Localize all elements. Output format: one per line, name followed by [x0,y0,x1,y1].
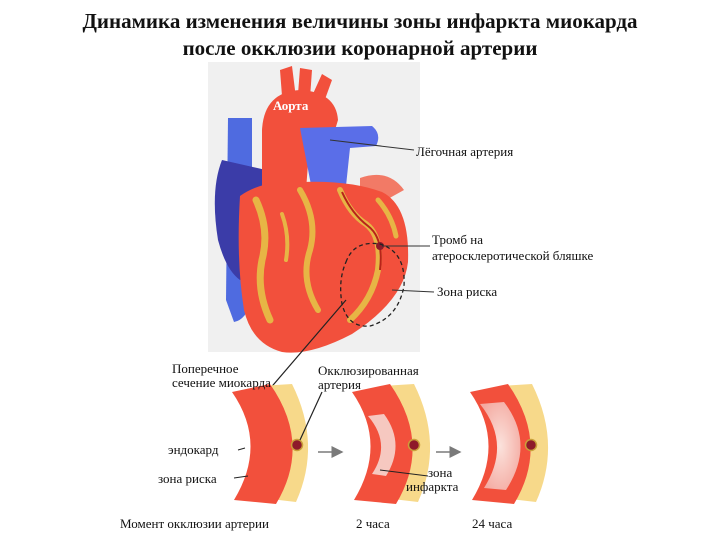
label-stage-24h: 24 часа [472,517,512,531]
leader-endocardium [238,448,245,450]
section-24-hours [470,384,548,504]
label-stage-2h: 2 часа [356,517,390,531]
artery-dot-2 [409,440,420,451]
label-occluded-line1: Окклюзированная [318,364,419,378]
label-endocardium: эндокард [168,443,218,457]
label-risk-zone-section: зона риска [158,472,217,486]
label-pulmonary-artery: Лёгочная артерия [416,145,513,159]
title-line-2: после окклюзии коронарной артерии [0,35,720,61]
label-infarct-line2: инфаркта [406,480,458,494]
artery-dot-3 [526,440,537,451]
label-aorta: Аорта [273,99,308,113]
label-cross-section-line1: Поперечное [172,362,239,376]
section-occlusion-moment [232,384,308,504]
label-thrombus-line1: Тромб на [432,233,483,247]
label-infarct-line1: зона [428,466,452,480]
title-line-1: Динамика изменения величины зоны инфаркт… [0,8,720,34]
label-thrombus-line2: атеросклеротической бляшке [432,249,593,263]
label-risk-zone-heart: Зона риска [437,285,497,299]
label-stage-occlusion: Момент окклюзии артерии [120,517,269,531]
artery-dot-1 [292,440,303,451]
label-occluded-line2: артерия [318,378,361,392]
label-cross-section-line2: сечение миокарда [172,376,271,390]
